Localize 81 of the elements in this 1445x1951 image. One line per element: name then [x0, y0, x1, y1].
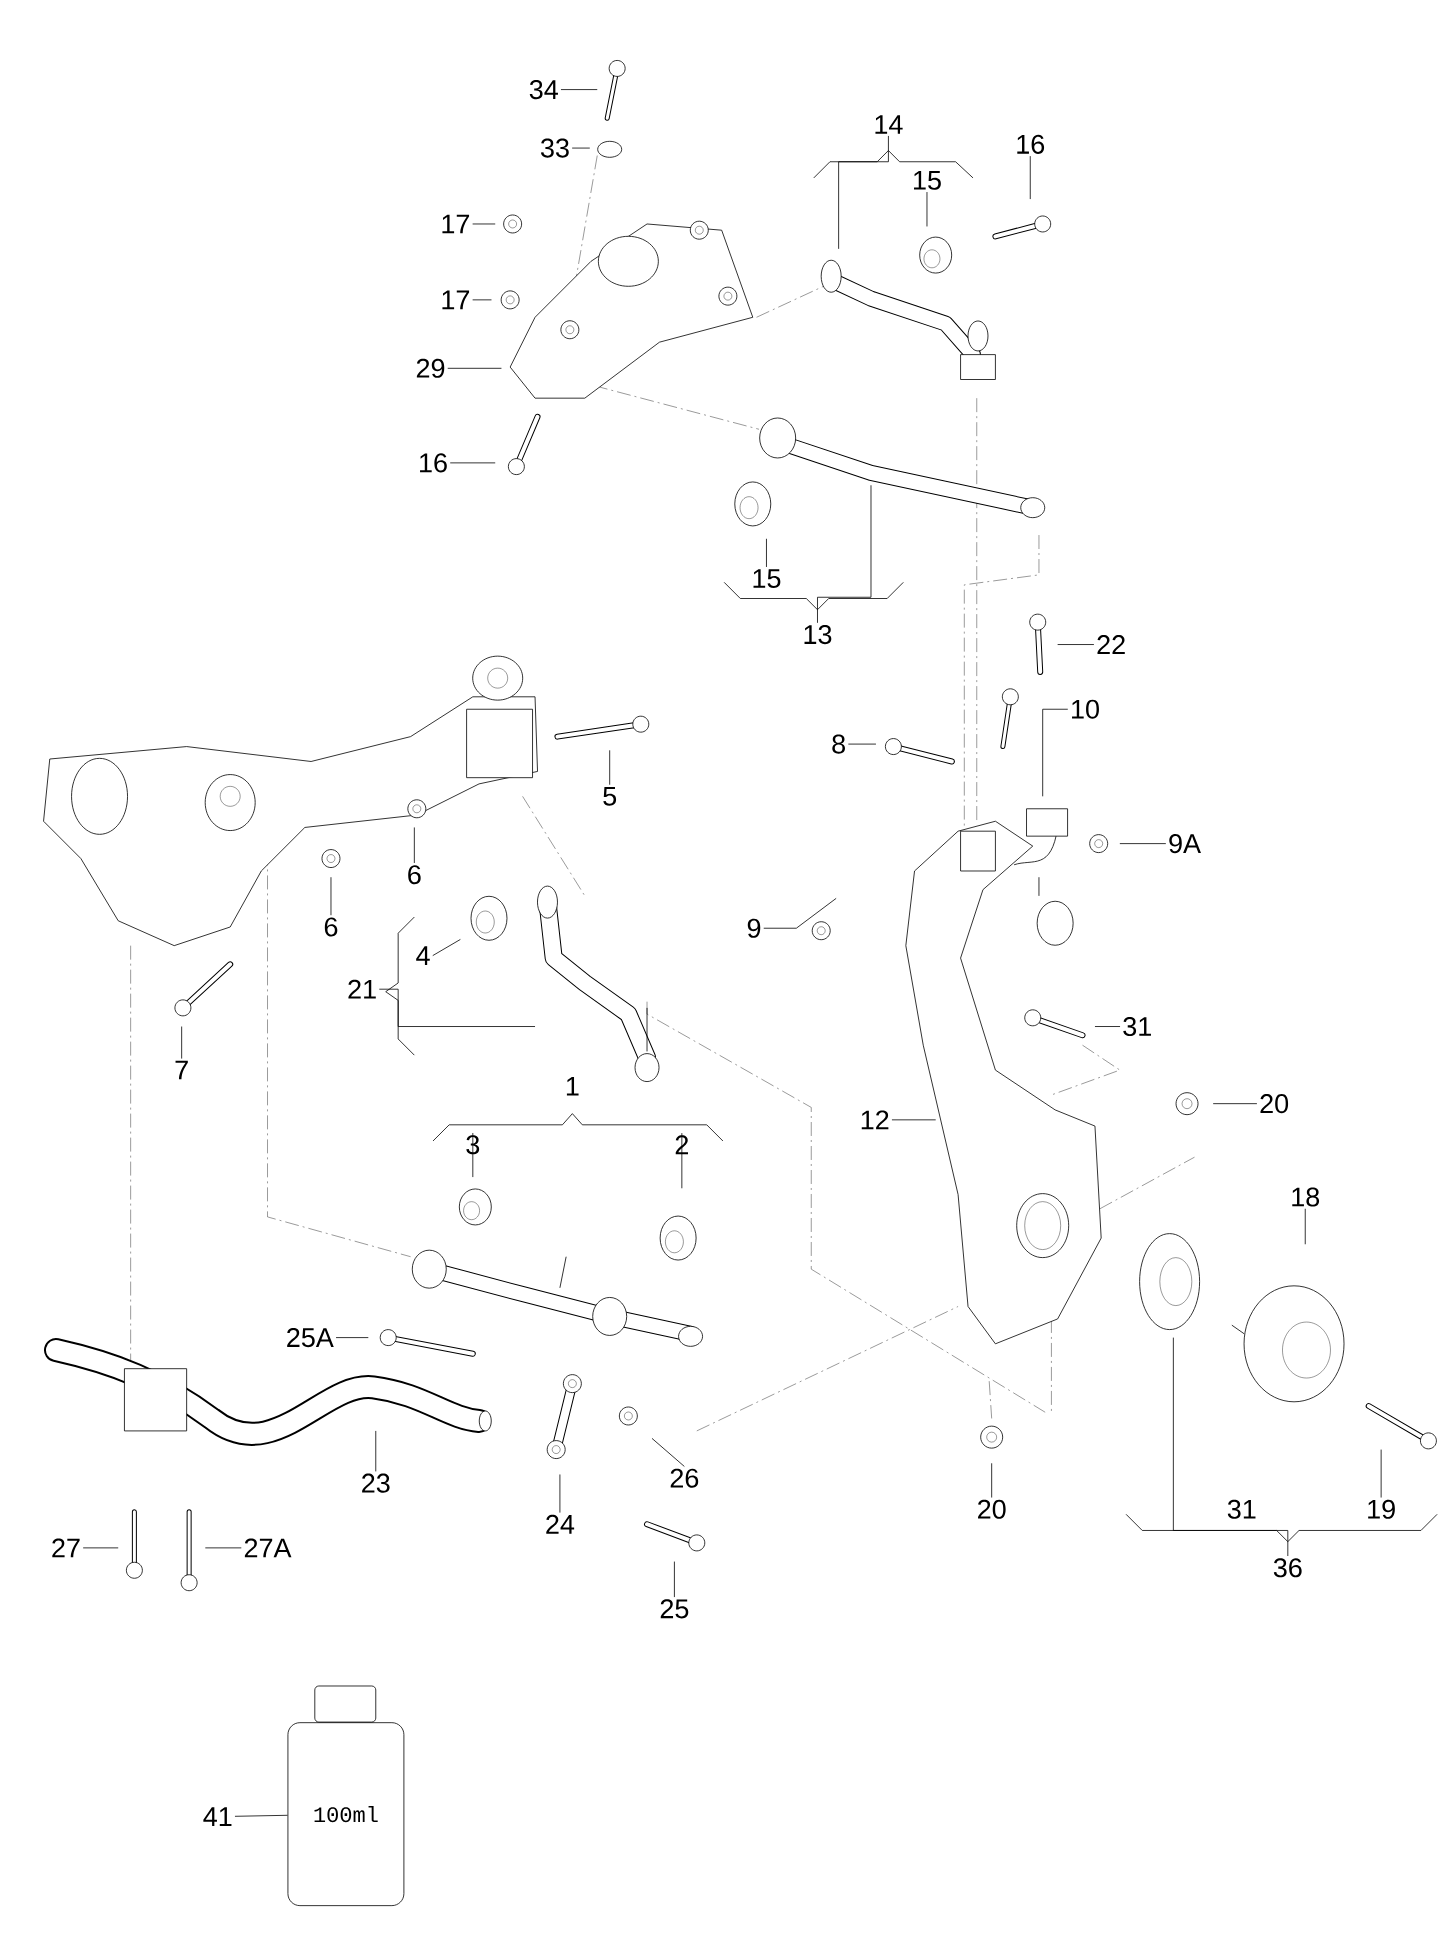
leader-line: [848, 743, 877, 745]
leader-line: [926, 191, 928, 227]
leader-line: [432, 939, 461, 956]
leader-line: [681, 1132, 683, 1189]
callout-number: 6: [325, 917, 338, 937]
leader-line: [817, 484, 872, 624]
leader-line: [181, 1026, 183, 1059]
callout-number: 25: [660, 1599, 689, 1619]
callout-number: 16: [420, 453, 448, 473]
leader-line: [609, 749, 611, 786]
callout-number: 20: [1260, 1094, 1289, 1114]
leader-line: [1094, 1026, 1121, 1027]
callout-number: 12: [861, 1110, 889, 1130]
callout-number: 23: [362, 1473, 390, 1493]
callout-number: 6: [408, 865, 421, 885]
callout-number: 36: [1274, 1558, 1302, 1578]
callout-number: 20: [978, 1499, 1006, 1519]
callout-number: 3: [466, 1135, 480, 1155]
callout-number: 34: [529, 80, 559, 100]
leader-line: [1057, 644, 1095, 645]
leader-line: [472, 299, 493, 301]
callout-number: 7: [175, 1060, 188, 1080]
callout-number: 22: [1097, 635, 1125, 654]
leader-line: [1305, 1208, 1306, 1245]
callout-number: 24: [546, 1514, 575, 1534]
leader-line: [766, 538, 768, 568]
callout-number: 27: [52, 1538, 80, 1558]
leader-line: [560, 89, 598, 90]
callout-number: 31: [1123, 1016, 1152, 1037]
leader-line: [763, 897, 837, 929]
callout-number: 5: [603, 786, 617, 806]
leader-line: [414, 827, 415, 864]
leader-line: [1173, 1337, 1289, 1557]
leader-line: [82, 1547, 119, 1549]
leader-line: [330, 876, 332, 916]
callout-number: 14: [875, 115, 903, 134]
callout-number: 16: [1017, 134, 1045, 154]
callout-number: 9: [748, 918, 761, 938]
leader-line: [1119, 843, 1167, 844]
leader-line: [1212, 1103, 1258, 1105]
callout-number: 25A: [287, 1328, 334, 1348]
callout-number: 15: [753, 569, 781, 588]
callout-number: 15: [914, 171, 942, 190]
leader-line: [991, 1462, 993, 1498]
leader-line: [838, 135, 889, 250]
leader-line: [1380, 1449, 1382, 1498]
leader-line: [674, 1561, 675, 1598]
callout-number: 8: [832, 734, 846, 754]
leader-line: [447, 367, 503, 369]
callout-number: 26: [670, 1468, 699, 1488]
leader-line: [472, 223, 496, 225]
leader-line: [375, 1430, 377, 1472]
bottle-drawing: 100ml: [287, 1722, 405, 1907]
leader-line: [571, 147, 591, 149]
callout-number: 29: [417, 358, 445, 378]
callout-number: 17: [442, 214, 470, 234]
leader-line: [450, 462, 496, 464]
callout-number: 27A: [245, 1538, 292, 1558]
callout-number: 2: [675, 1135, 689, 1155]
leader-line: [891, 1119, 937, 1121]
leader-line: [234, 1814, 289, 1817]
leader-line: [1030, 155, 1031, 200]
callout-number: 21: [348, 979, 376, 999]
leader-line: [651, 1438, 685, 1467]
callout-number: 31: [1228, 1499, 1256, 1519]
callout-number: 41: [203, 1807, 232, 1826]
callout-number: 19: [1368, 1499, 1396, 1519]
callout-number: 1: [567, 1076, 579, 1096]
callout-number: 9A: [1169, 834, 1202, 854]
leader-line: [379, 988, 536, 1027]
callout-number: 33: [541, 138, 569, 158]
leader-line: [1042, 708, 1069, 797]
leader-line: [472, 1132, 474, 1178]
callout-number: 13: [804, 625, 832, 645]
leader-line: [559, 1474, 561, 1513]
leader-line: [205, 1547, 242, 1549]
callout-number: 4: [416, 946, 430, 965]
leader-line: [335, 1337, 369, 1338]
callout-number: 17: [442, 290, 470, 310]
callout-number: 10: [1072, 699, 1100, 719]
callout-number: 18: [1292, 1187, 1320, 1207]
